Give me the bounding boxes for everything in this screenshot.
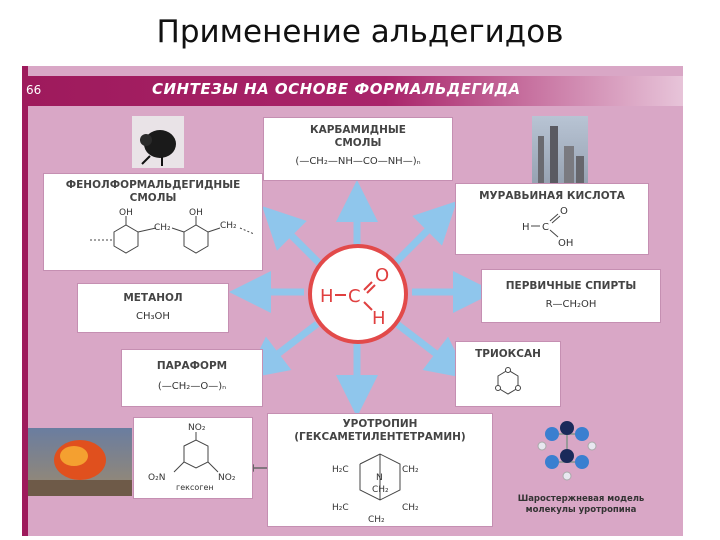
box-primary-alcohols: ПЕРВИЧНЫЕ СПИРТЫ R—CH₂OH <box>482 270 660 322</box>
model-caption-1: Шаростержневая модель <box>517 494 645 504</box>
textbook-page: 66 СИНТЕЗЫ НА ОСНОВЕ ФОРМАЛЬДЕГИДА H C O… <box>22 66 683 536</box>
paraform-title: ПАРАФОРМ <box>156 360 228 372</box>
box-formic-acid: МУРАВЬИНАЯ КИСЛОТА H C O OH <box>456 184 648 254</box>
arrow-up-left <box>262 206 325 269</box>
hexogen-no2-left: O₂N <box>148 473 165 483</box>
model-caption: Шаростержневая модель молекулы уротропин… <box>506 494 656 516</box>
hexogen-no2-right: NO₂ <box>218 473 236 483</box>
phenol-oh-1: OH <box>119 208 133 218</box>
urotropin-ch2-4: CH₂ <box>368 515 385 525</box>
page-number: 66 <box>26 83 42 97</box>
header-band <box>22 76 683 106</box>
beetle-photo <box>132 116 184 168</box>
urotropin-title-2: (ГЕКСАМЕТИЛЕНТЕТРАМИН) <box>294 431 466 443</box>
header-title: СИНТЕЗЫ НА ОСНОВЕ ФОРМАЛЬДЕГИДА <box>152 80 521 98</box>
ball-stick-model <box>532 416 602 488</box>
center-h-bottom: H <box>372 308 386 329</box>
alcohols-formula: R—CH₂OH <box>545 299 597 310</box>
urotropin-title-1: УРОТРОПИН <box>342 418 418 430</box>
carbamide-title-1: КАРБАМИДНЫЕ <box>310 124 406 136</box>
center-c: C <box>348 286 361 307</box>
carbamide-formula: (—CH₂—NH—CO—NH—)ₙ <box>295 156 421 167</box>
box-phenol: ФЕНОЛФОРМАЛЬДЕГИДНЫЕ СМОЛЫ OH OH CH₂ CH₂ <box>44 174 262 270</box>
center-o: O <box>375 265 389 286</box>
center-h-left: H <box>320 286 334 307</box>
explosion-photo <box>28 428 132 496</box>
box-paraform: ПАРАФОРМ (—CH₂—O—)ₙ <box>122 350 262 406</box>
urotropin-ch2-1: CH₂ <box>402 465 419 475</box>
urotropin-structure: N H₂C CH₂ CH₂ H₂C CH₂ CH₂ <box>332 453 419 525</box>
hexogen-structure: NO₂ O₂N NO₂ гексоген <box>148 423 236 492</box>
formaldehyde-ring <box>308 244 408 344</box>
methanol-formula: CH₃OH <box>136 311 170 322</box>
box-urotropin: УРОТРОПИН (ГЕКСАМЕТИЛЕНТЕТРАМИН) N H₂C C… <box>268 414 492 526</box>
phenol-ch2-1: CH₂ <box>154 223 171 233</box>
formic-c: C <box>542 222 549 233</box>
arrows-diagram: H C O H <box>229 180 495 472</box>
urotropin-h2c-2: H₂C <box>332 503 349 513</box>
formic-structure: H C O OH <box>522 206 573 249</box>
formic-oh: OH <box>558 238 573 249</box>
trioxane-structure <box>495 367 521 395</box>
box-carbamide: КАРБАМИДНЫЕ СМОЛЫ (—CH₂—NH—CO—NH—)ₙ <box>264 118 452 180</box>
trioxane-title: ТРИОКСАН <box>475 348 541 360</box>
methanol-title: МЕТАНОЛ <box>123 292 183 304</box>
box-methanol: МЕТАНОЛ CH₃OH <box>78 284 228 332</box>
urotropin-ch2-3: CH₂ <box>402 503 419 513</box>
arrow-up-right <box>389 201 457 269</box>
alcohols-title: ПЕРВИЧНЫЕ СПИРТЫ <box>505 280 637 292</box>
hexogen-caption: гексоген <box>176 483 214 492</box>
formic-o: O <box>560 206 568 217</box>
arrow-down-left <box>245 321 320 379</box>
urotropin-h2c-1: H₂C <box>332 465 349 475</box>
phenol-structure: OH OH CH₂ CH₂ <box>90 208 255 254</box>
formic-h: H <box>522 222 530 233</box>
box-trioxane: ТРИОКСАН <box>456 342 560 406</box>
phenol-ch2-2: CH₂ <box>220 221 237 231</box>
phenol-oh-2: OH <box>189 208 203 218</box>
paraform-formula: (—CH₂—O—)ₙ <box>157 381 227 392</box>
slide-title: Применение альдегидов <box>156 14 564 50</box>
page-edge <box>22 66 28 536</box>
model-caption-2: молекулы уротропина <box>525 505 637 515</box>
urotropin-ch2-2: CH₂ <box>372 485 389 495</box>
formic-title: МУРАВЬИНАЯ КИСЛОТА <box>479 190 625 202</box>
urotropin-n: N <box>376 473 383 483</box>
carbamide-title-2: СМОЛЫ <box>334 137 382 149</box>
box-hexogen: NO₂ O₂N NO₂ гексоген <box>134 418 252 498</box>
arrow-down-right <box>394 321 469 379</box>
phenol-title-2: СМОЛЫ <box>129 192 177 204</box>
phenol-title-1: ФЕНОЛФОРМАЛЬДЕГИДНЫЕ <box>65 179 241 191</box>
hexogen-no2-top: NO₂ <box>188 423 206 433</box>
